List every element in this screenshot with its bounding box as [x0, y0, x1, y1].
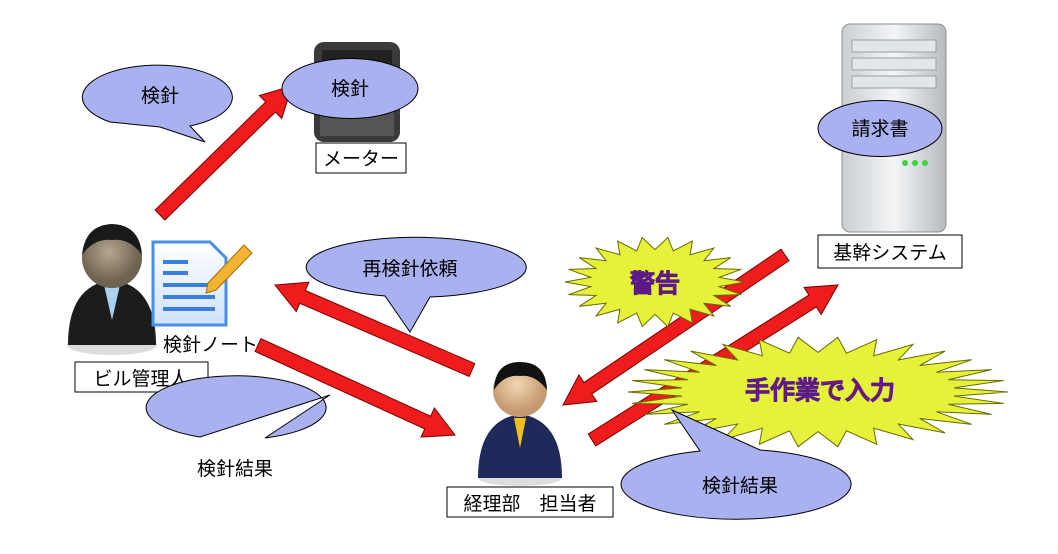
arrow-result-to-accounting — [254, 337, 456, 438]
callout-result-left — [145, 375, 331, 439]
meter-label: メーター — [323, 148, 399, 170]
meter-label-box — [315, 142, 407, 174]
warning-burst-text: 警告 — [629, 269, 680, 298]
callout-kenshin-meter-text: 検針 — [331, 78, 369, 100]
callout-result-right — [620, 408, 852, 520]
building-manager-label: ビル管理人 — [93, 368, 188, 390]
callout-invoice — [817, 100, 943, 157]
accounting-label: 経理部 担当者 — [463, 493, 596, 515]
building-manager-avatar — [67, 224, 157, 355]
inspection-note-icon — [151, 240, 253, 327]
callout-kenshin-left — [81, 64, 233, 143]
callout-reinspection — [305, 236, 527, 333]
warning-burst — [564, 236, 746, 328]
manual-input-burst — [627, 336, 1009, 448]
core-system-label-box — [817, 234, 963, 269]
arrow-warning — [562, 248, 790, 406]
arrow-reinspection — [274, 281, 476, 378]
callout-kenshin-meter — [281, 58, 419, 119]
callout-result-left-text: 検針結果 — [197, 458, 273, 480]
callout-reinspection-text: 再検針依頼 — [362, 258, 457, 280]
callout-invoice-text: 請求書 — [851, 118, 908, 140]
inspection-note-label: 検針ノート — [163, 334, 258, 356]
manual-input-burst-text: 手作業で入力 — [745, 376, 895, 405]
core-system-label: 基幹システム — [833, 242, 946, 264]
callout-kenshin-left-text: 検針 — [141, 85, 179, 107]
accounting-label-box — [446, 486, 614, 518]
arrow-to-meter — [154, 85, 293, 221]
accounting-avatar — [478, 362, 562, 486]
callout-result-right-text: 検針結果 — [702, 475, 778, 497]
